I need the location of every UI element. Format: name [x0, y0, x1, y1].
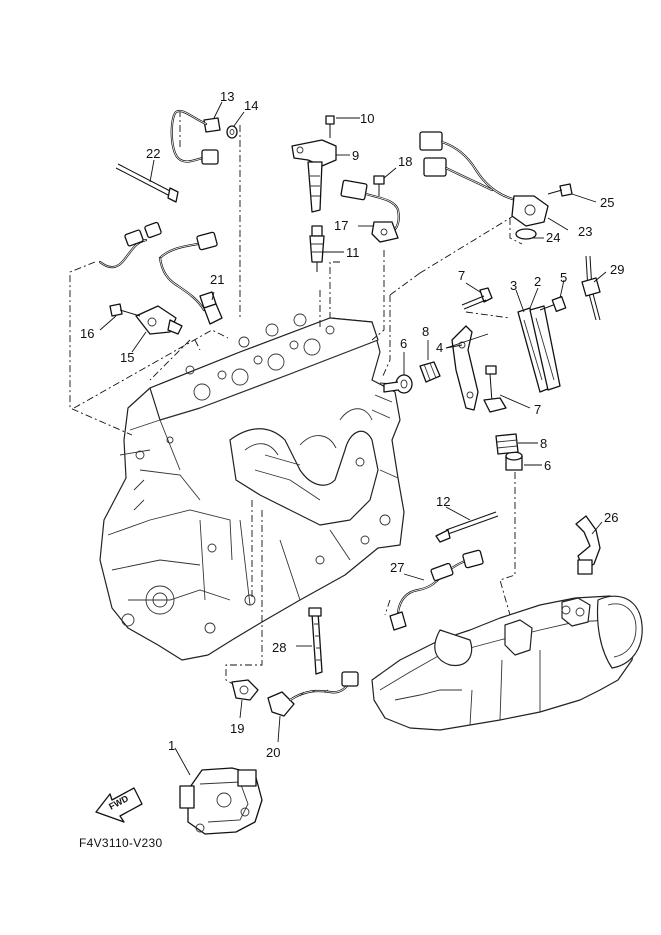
callout-18: 18: [398, 154, 412, 169]
callout-24: 24: [546, 230, 560, 245]
callout-13: 13: [220, 89, 234, 104]
part-13-sensor: [170, 101, 223, 165]
callout-23: 23: [578, 224, 592, 239]
engine-block: [99, 313, 405, 661]
callout-22: 22: [146, 146, 160, 161]
callout-8-upper: 8: [422, 324, 429, 339]
part-22-long-bolt: [115, 159, 179, 203]
callout-29: 29: [610, 262, 624, 277]
callout-7-upper: 7: [458, 268, 465, 283]
callout-10: 10: [360, 111, 374, 126]
part-4-bracket: [445, 325, 489, 411]
callout-16: 16: [80, 326, 94, 341]
callout-2: 2: [534, 274, 541, 289]
callout-3: 3: [510, 278, 517, 293]
part-26-clip: [575, 515, 603, 575]
part-27-sensor: [389, 549, 484, 631]
callout-11: 11: [346, 245, 360, 260]
callout-15: 15: [120, 350, 134, 365]
callout-7-lower: 7: [534, 402, 541, 417]
part-12-bolt: [435, 506, 499, 543]
intake-manifold: [371, 595, 643, 731]
callout-4: 4: [436, 340, 443, 355]
callout-20: 20: [266, 745, 280, 760]
part-25-bolt: [547, 183, 597, 203]
part-8-grommet-lower: [495, 433, 538, 455]
part-7-bolt-upper: [461, 282, 493, 310]
part-6-collar-lower: [505, 451, 542, 471]
fwd-arrow-icon: FWD: [95, 787, 143, 823]
part-28-cable-tie: [296, 607, 323, 675]
part-11-spark-plug: [309, 225, 344, 272]
part-2-3-plates: [515, 287, 561, 393]
part-15-sensor: [131, 305, 183, 353]
callout-6-upper: 6: [400, 336, 407, 351]
part-24-o-ring: [515, 228, 544, 240]
part-20-sensor-lead: [267, 671, 359, 743]
callout-17: 17: [334, 218, 348, 233]
callout-21: 21: [210, 272, 224, 287]
callout-28: 28: [272, 640, 286, 655]
callout-8-lower: 8: [540, 436, 547, 451]
callout-12: 12: [436, 494, 450, 509]
assembly-lines: [69, 110, 523, 689]
part-21-sensor: [98, 221, 223, 325]
callout-labels: 1 2 3 4 5 6 6 7 7 8 8 9 10 11 12 13 14 1…: [80, 89, 624, 760]
callout-9: 9: [352, 148, 359, 163]
part-1-module: [174, 747, 263, 835]
callout-5: 5: [560, 270, 567, 285]
part-7-bolt-lower: [483, 365, 531, 413]
callout-14: 14: [244, 98, 258, 113]
part-9-ignition-coil: [291, 139, 350, 213]
callout-19: 19: [230, 721, 244, 736]
part-5-bolt: [539, 279, 567, 312]
part-16-bolt: [99, 303, 141, 331]
part-10-bolt: [325, 115, 360, 138]
part-8-grommet-upper: [419, 340, 441, 383]
part-18-bolt: [373, 167, 397, 196]
part-17-sensor: [340, 179, 400, 243]
diagram-code: F4V3110-V230: [79, 836, 163, 850]
part-23-sensor: [419, 131, 569, 231]
callout-6-lower: 6: [544, 458, 551, 473]
part-6-collar-upper: [383, 352, 413, 394]
callout-1: 1: [168, 738, 175, 753]
callout-27: 27: [390, 560, 404, 575]
part-29-cable-strap: [581, 255, 607, 321]
callout-26: 26: [604, 510, 618, 525]
callout-25: 25: [600, 195, 614, 210]
part-14-washer: [226, 111, 245, 139]
part-19-sensor: [231, 679, 259, 719]
